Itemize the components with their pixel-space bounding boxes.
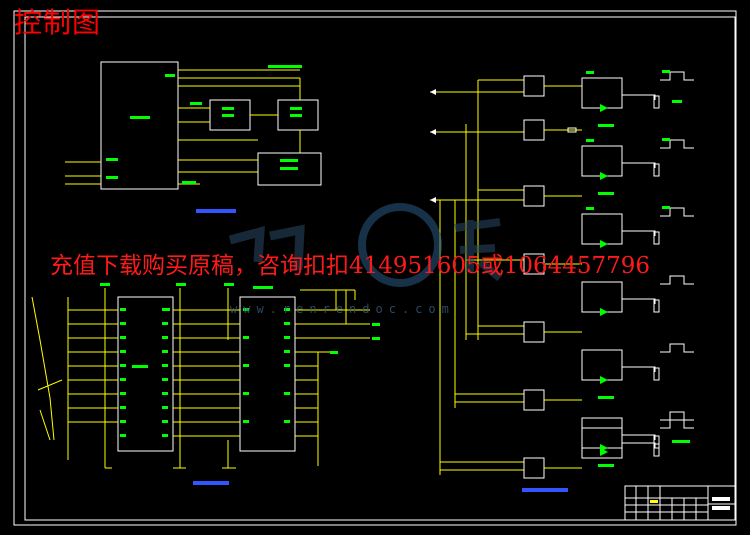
relay-channel-4	[523, 253, 694, 316]
advertisement-banner: 充值下载购买原稿，咨询扣扣414951605或1064457796	[50, 253, 651, 279]
chip-caption	[193, 481, 229, 485]
watermark-logo	[228, 203, 503, 287]
label-mark	[222, 114, 234, 117]
lcd-block	[257, 152, 322, 186]
label-mark	[182, 181, 196, 184]
outer-frame	[13, 10, 737, 526]
chip-wires	[31, 288, 370, 469]
label-mark	[130, 116, 150, 119]
relay-channel-5	[523, 321, 694, 399]
block-wires	[65, 69, 301, 185]
relay-channel-7	[523, 419, 694, 479]
relay-channel-6	[523, 389, 694, 467]
main-controller-block	[100, 61, 179, 190]
label-mark	[106, 176, 118, 179]
mcu-chip-2	[239, 296, 296, 452]
page-title: 控制图	[14, 6, 102, 39]
label-mark	[290, 107, 302, 110]
label-mark	[165, 74, 175, 77]
label-mark	[280, 167, 298, 170]
label-mark	[290, 114, 302, 117]
label-mark	[268, 65, 302, 68]
label-mark	[106, 158, 118, 161]
inner-frame	[24, 16, 736, 521]
label-mark	[190, 102, 202, 105]
label-mark	[222, 107, 234, 110]
relay-channel-2	[523, 119, 694, 195]
block-labels	[106, 65, 302, 184]
input-arrows	[430, 89, 436, 203]
relay-caption	[522, 488, 568, 492]
relay-channel-3	[523, 185, 694, 248]
watermark-url: www.renrendoc.com	[230, 302, 455, 316]
relay-channel-1	[523, 70, 694, 127]
block-caption	[196, 209, 236, 213]
chip-labels	[100, 283, 380, 437]
chip-circuit	[117, 296, 296, 452]
label-mark	[280, 159, 298, 162]
title-block	[624, 485, 736, 521]
mcu-chip-1	[117, 296, 174, 452]
